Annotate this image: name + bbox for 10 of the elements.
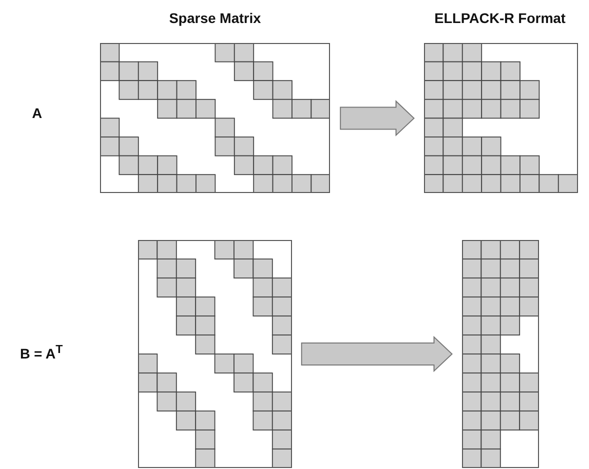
block-arrow (301, 336, 453, 372)
matrix-grid (100, 43, 330, 194)
matrix-grid (138, 240, 292, 468)
column-heading: Sparse Matrix (169, 10, 261, 26)
column-heading: ELLPACK-R Format (434, 10, 566, 26)
matrix-grid (462, 240, 539, 468)
block-arrow (340, 100, 415, 136)
row-label: B = A$^{T}$ (20, 342, 63, 362)
matrix-grid (424, 43, 578, 194)
row-label: A (32, 105, 42, 121)
